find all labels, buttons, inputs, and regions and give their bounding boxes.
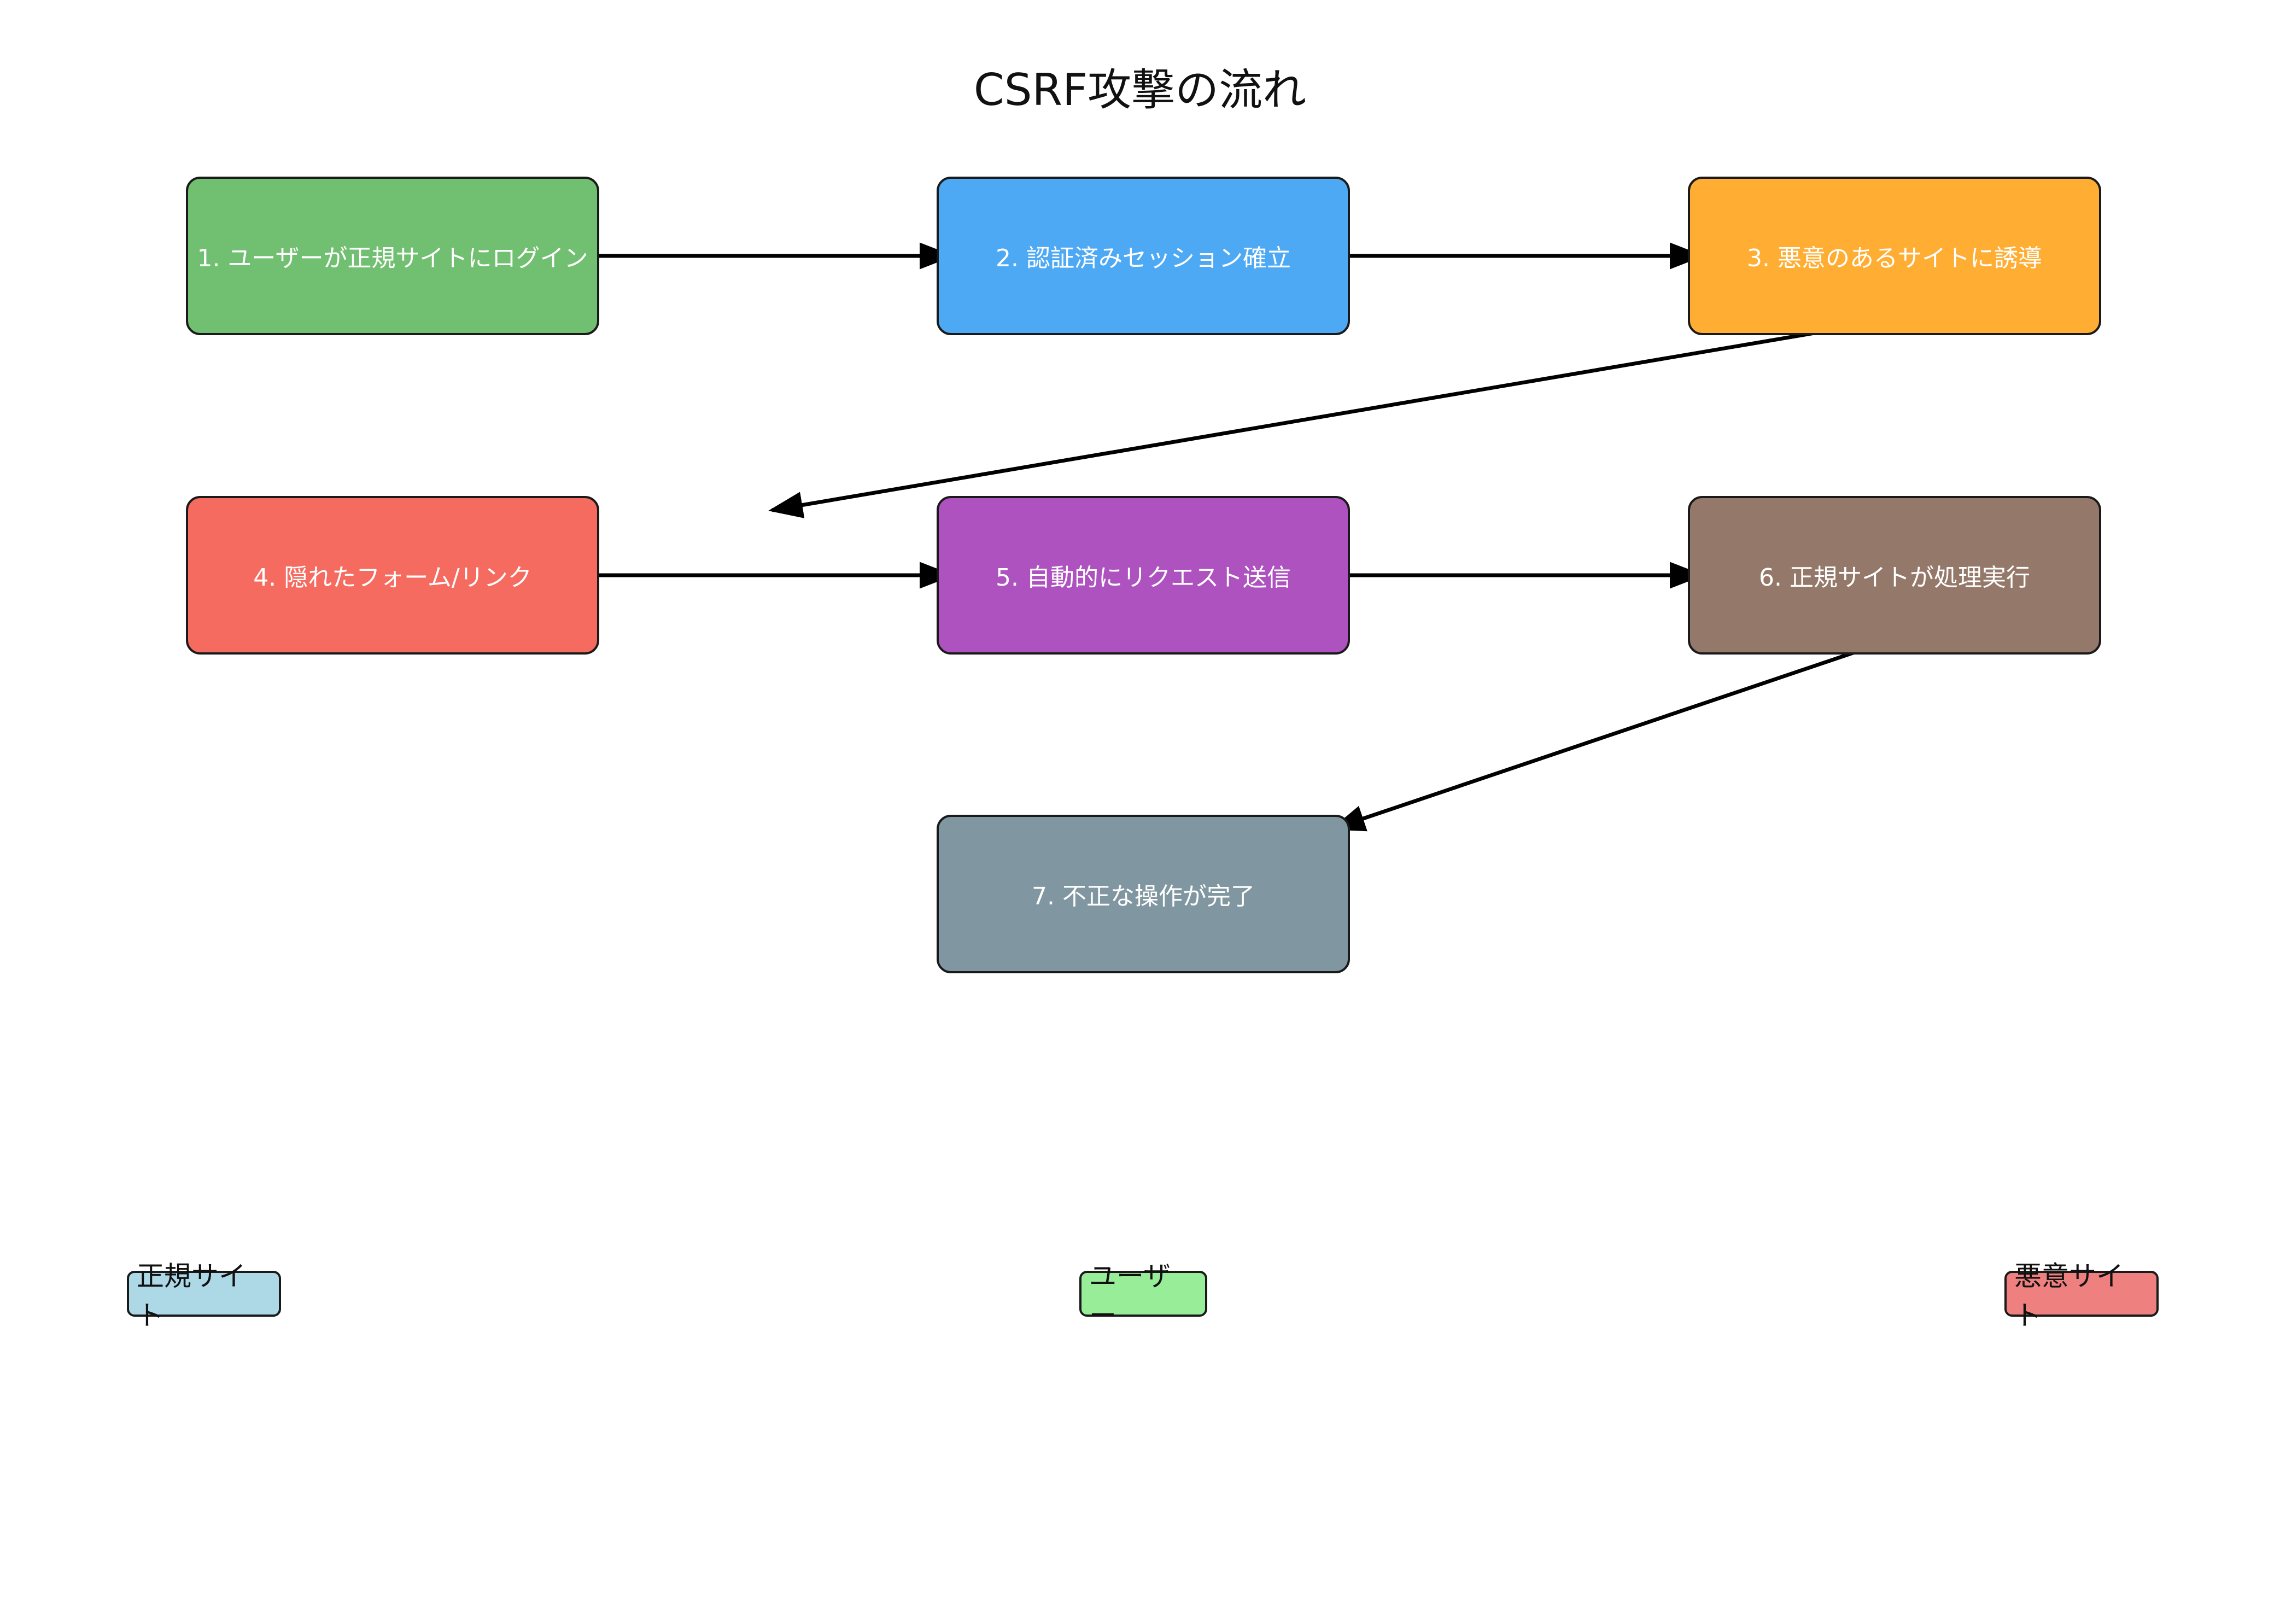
step-7-node: 7. 不正な操作が完了 <box>937 815 1350 973</box>
step-6-node: 6. 正規サイトが処理実行 <box>1688 496 2101 655</box>
step-6-label: 6. 正規サイトが処理実行 <box>1759 564 2030 592</box>
legend-legit-site: 正規サイト <box>127 1260 281 1331</box>
step-5-node: 5. 自動的にリクエスト送信 <box>937 496 1350 655</box>
legend-legit-site-label: 正規サイト <box>137 1260 246 1331</box>
arrow-6-to-7 <box>1330 638 1893 832</box>
step-2-node: 2. 認証済みセッション確立 <box>937 177 1350 335</box>
step-1-node: 1. ユーザーが正規サイトにログイン <box>186 177 599 335</box>
step-3-label: 3. 悪意のあるサイトに誘導 <box>1747 244 2042 272</box>
legend-malicious-site-label: 悪意サイト <box>2014 1260 2124 1331</box>
diagram-title: CSRF攻撃の流れ <box>973 65 1307 115</box>
arrow-3-to-4 <box>768 318 1892 518</box>
step-7-label: 7. 不正な操作が完了 <box>1032 883 1255 910</box>
legend-user-label: ユーザー <box>1089 1260 1171 1331</box>
step-3-node: 3. 悪意のあるサイトに誘導 <box>1688 177 2101 335</box>
step-4-label: 4. 隠れたフォーム/リンク <box>253 564 532 592</box>
step-4-node: 4. 隠れたフォーム/リンク <box>186 496 599 655</box>
legend-malicious-site: 悪意サイト <box>2004 1260 2159 1331</box>
step-1-label: 1. ユーザーが正規サイトにログイン <box>197 244 588 272</box>
step-5-label: 5. 自動的にリクエスト送信 <box>996 564 1291 592</box>
legend-user: ユーザー <box>1079 1260 1207 1331</box>
step-2-label: 2. 認証済みセッション確立 <box>996 244 1291 272</box>
